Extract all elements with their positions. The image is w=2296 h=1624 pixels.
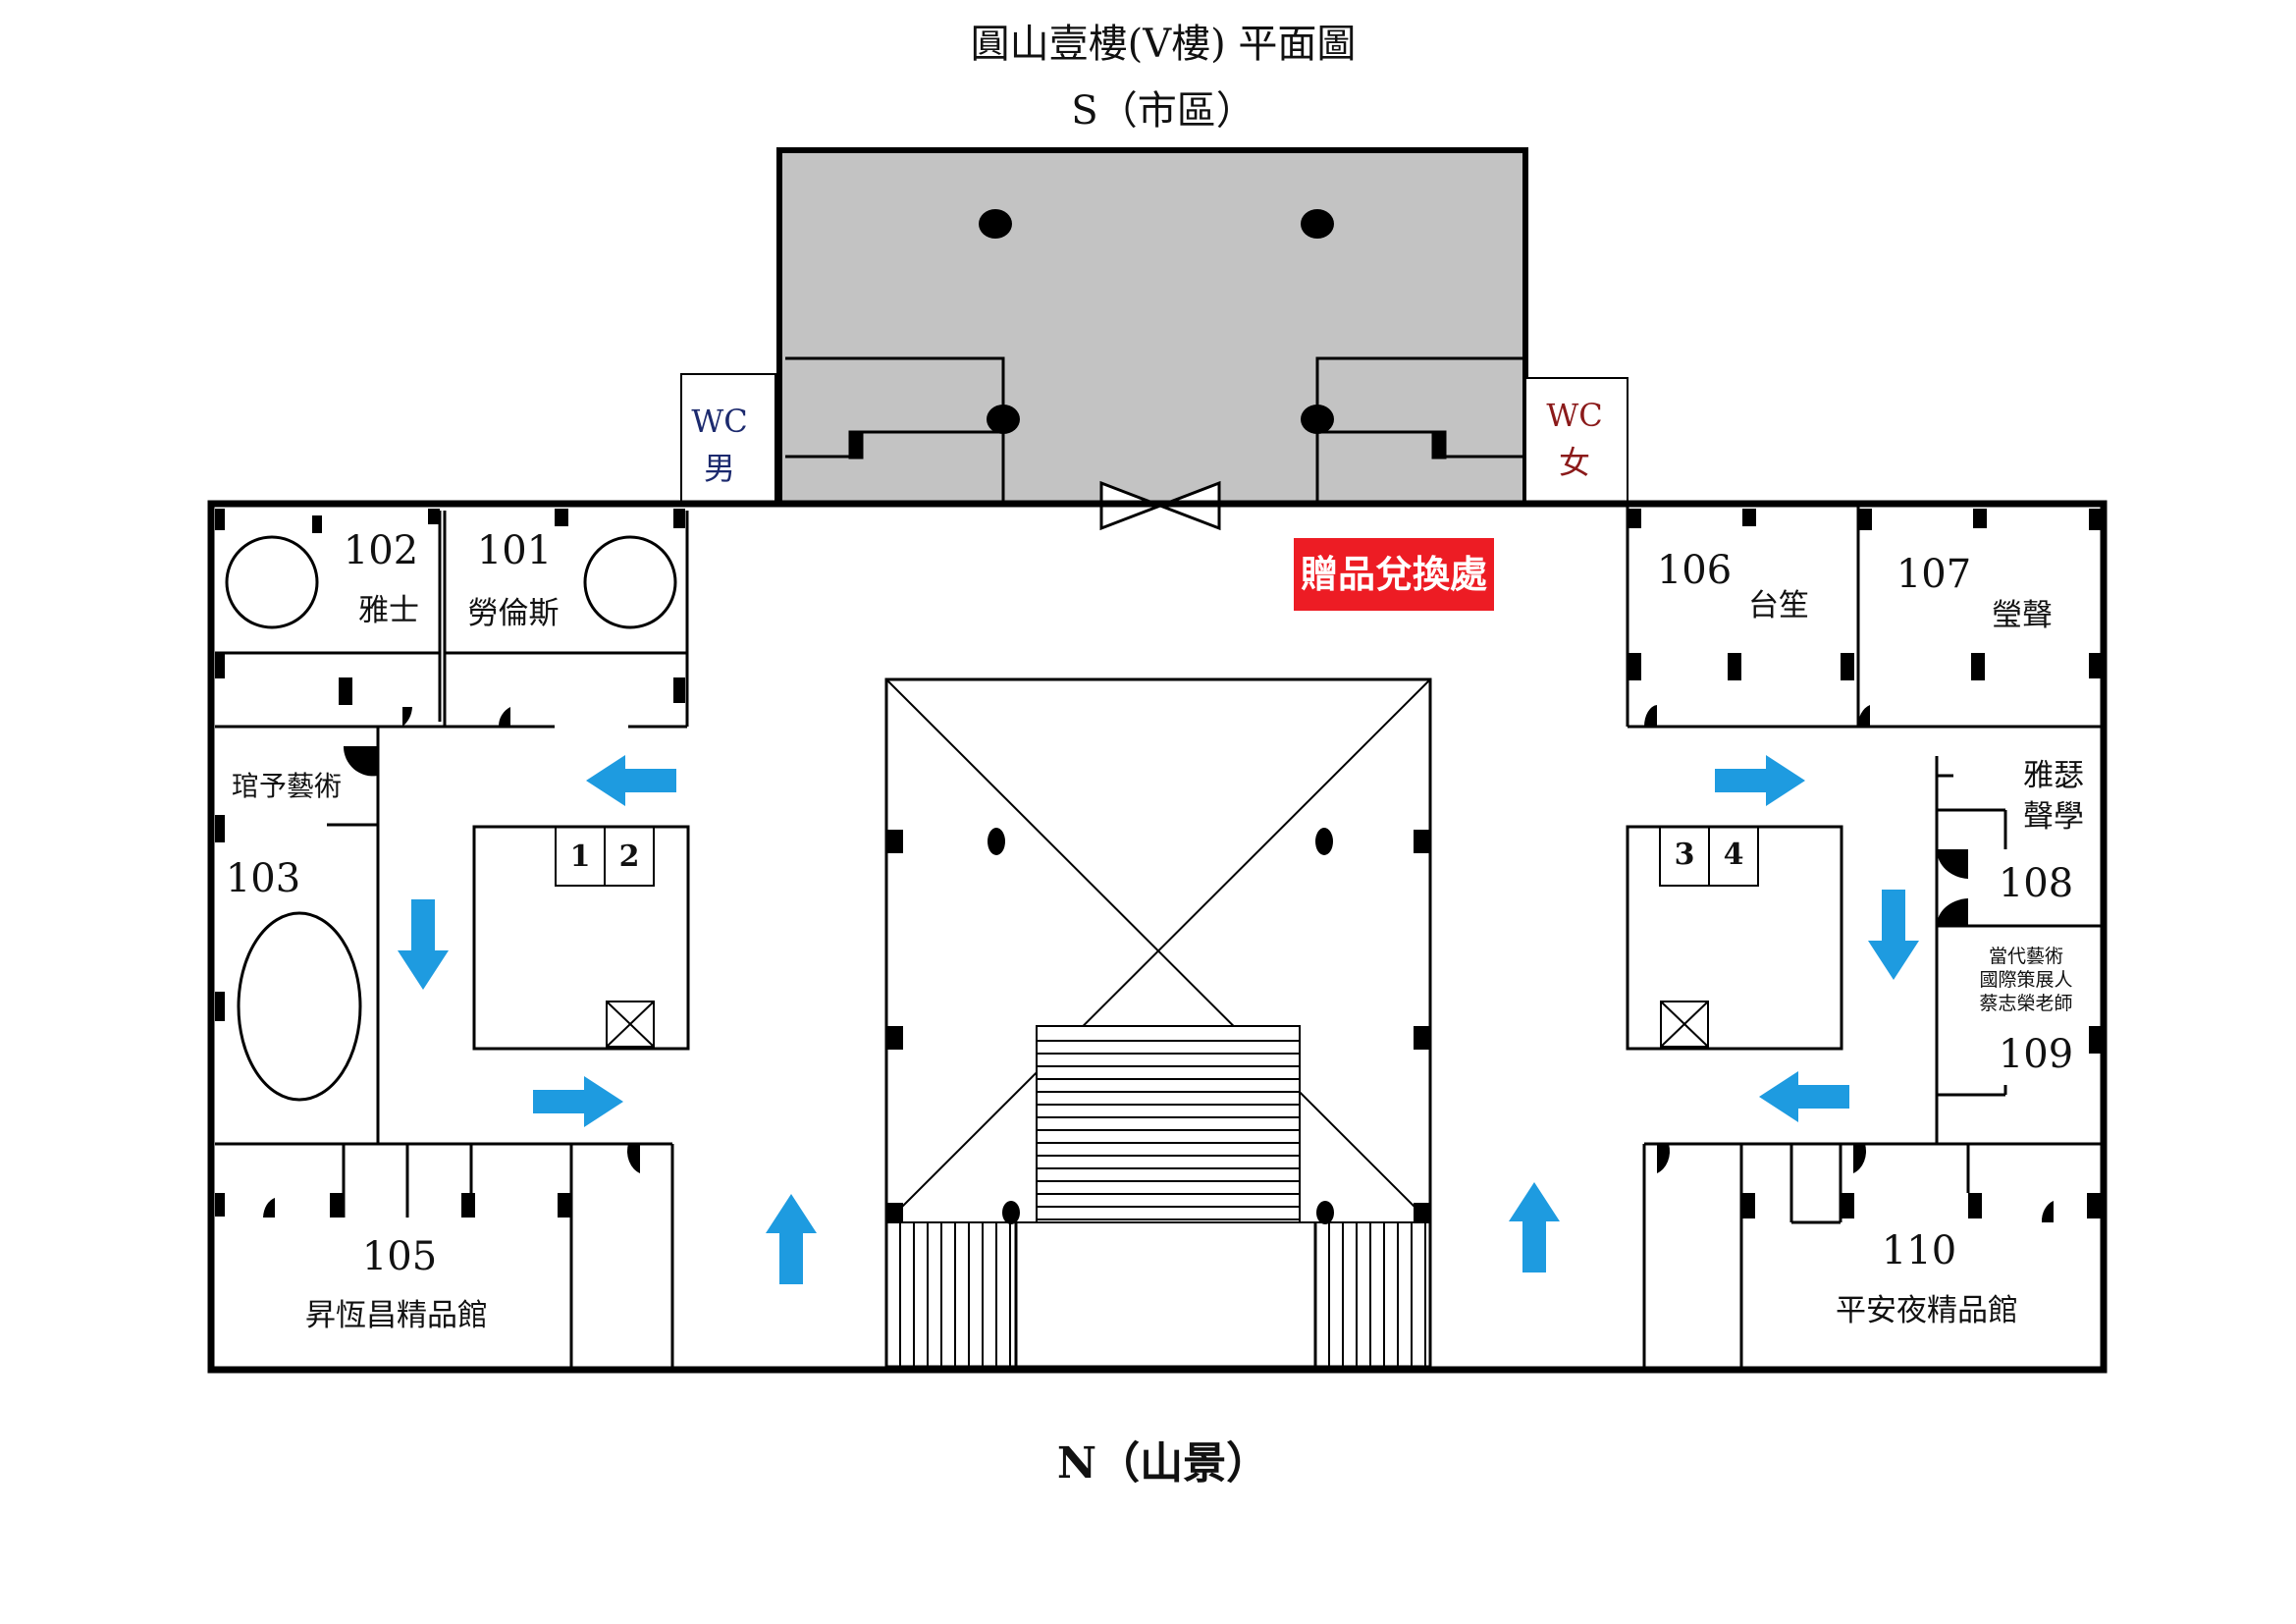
room-106: 106 台笙 [1657, 548, 1809, 623]
room-101: 101 勞倫斯 [468, 528, 560, 631]
atrium-columns [886, 828, 1430, 1224]
room-108-name-line2: 聲學 [2023, 799, 2084, 835]
column-icon [1316, 1201, 1334, 1224]
room-107: 107 瑩聲 [1896, 552, 2053, 633]
room-107-number: 107 [1896, 552, 1971, 597]
wc-women: WC 女 [1524, 377, 1629, 503]
room-106-number: 106 [1657, 548, 1732, 593]
room-108: 雅瑟 聲學 108 [1999, 758, 2084, 906]
right-room-doors [1628, 509, 2101, 1222]
lobby-revolving-doors [785, 356, 1525, 504]
room-106-name: 台笙 [1748, 588, 1809, 623]
building-outline [207, 500, 2108, 1374]
page-title: 圓山壹樓(V樓) 平面圖 [971, 22, 1357, 67]
elevator-shaft-icon [1660, 1001, 1709, 1048]
left-room-doors [215, 509, 685, 1218]
flow-arrow-icon [766, 1194, 817, 1284]
entrance-lobby [776, 147, 1528, 507]
room-102-name: 雅士 [358, 593, 419, 628]
room-101-number: 101 [477, 528, 552, 573]
room-105: 105 昇恆昌精品館 [305, 1234, 488, 1333]
elevator-block-right: 3 4 [1626, 825, 1843, 1051]
room-103-number: 103 [226, 856, 300, 901]
flow-arrow-icon [533, 1076, 623, 1127]
stairs-left [885, 1222, 1011, 1367]
column-icon [1002, 1201, 1020, 1224]
room-102: 102 雅士 [344, 528, 419, 628]
room-102-number: 102 [344, 528, 418, 573]
room-109-number: 109 [1999, 1032, 2073, 1077]
flow-arrow-icon [1868, 890, 1919, 980]
room-108-number: 108 [1999, 861, 2073, 906]
elevator-block-left: 1 2 [472, 825, 690, 1051]
column-icon [979, 209, 1012, 239]
elevator-4-label: 4 [1724, 838, 1744, 872]
room-101-name: 勞倫斯 [468, 596, 560, 631]
north-label: N（山景） [1057, 1438, 1269, 1489]
wc-men-sub: 男 [704, 450, 735, 487]
room-109: 當代藝術 國際策展人 蔡志榮老師 109 [1979, 946, 2073, 1077]
room-102-round-table [225, 535, 319, 629]
wc-men-label: WC [691, 403, 747, 440]
south-label: S（市區） [1071, 88, 1255, 134]
room-101-round-table [583, 535, 677, 629]
elevator-3-label: 3 [1675, 838, 1695, 872]
room-110-number: 110 [1882, 1228, 1956, 1273]
room-109-name-line2: 國際策展人 [1979, 969, 2072, 991]
room-108-name-line1: 雅瑟 [2023, 758, 2084, 793]
room-110-name: 平安夜精品館 [1836, 1293, 2018, 1328]
gift-exchange-label: 贈品兌換處 [1301, 553, 1487, 596]
elevator-1-label: 1 [570, 839, 591, 874]
room-109-name-line1: 當代藝術 [1989, 946, 2063, 967]
room-109-name-line3: 蔡志榮老師 [1979, 993, 2072, 1014]
room-103: 琯予藝術 103 [226, 770, 342, 901]
room-103-name: 琯予藝術 [232, 770, 342, 802]
room-110: 110 平安夜精品館 [1836, 1228, 2018, 1328]
flow-arrow-icon [1509, 1182, 1560, 1272]
flow-arrow-icon [1715, 755, 1805, 806]
room-105-name: 昇恆昌精品館 [305, 1298, 488, 1333]
column-icon [1301, 209, 1334, 239]
gift-exchange-point: 贈品兌換處 [1294, 538, 1494, 611]
stair-hatch-icon [1036, 1025, 1301, 1223]
wc-women-sub: 女 [1559, 444, 1590, 481]
wc-women-label: WC [1546, 397, 1602, 434]
room-103-oval-table [237, 911, 362, 1102]
elevator-2-label: 2 [619, 839, 640, 874]
elevator-shaft-icon [606, 1001, 655, 1048]
column-icon [988, 828, 1005, 855]
column-icon [1315, 828, 1333, 855]
stairs-right [1314, 1222, 1426, 1367]
flow-arrow-icon [1759, 1071, 1849, 1122]
flow-arrow-icon [586, 755, 676, 806]
flow-arrow-icon [398, 899, 449, 990]
right-rooms-walls [1626, 506, 2101, 1367]
room-105-number: 105 [362, 1234, 437, 1279]
wc-men: WC 男 [680, 373, 776, 503]
room-107-name: 瑩聲 [1992, 598, 2053, 633]
left-rooms-walls [215, 511, 689, 1367]
